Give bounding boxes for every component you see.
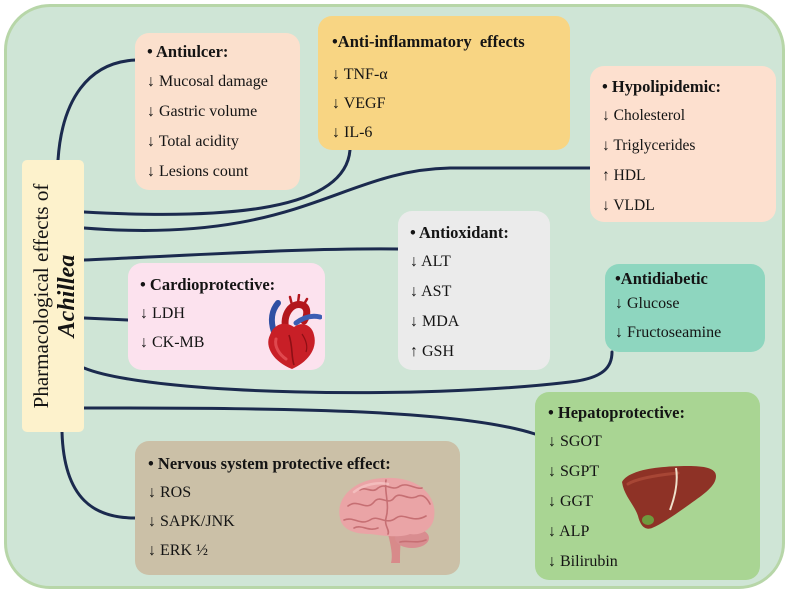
- connector-antioxidant: [82, 247, 400, 262]
- nervous-system-item: ↓ ERK ½: [148, 542, 208, 559]
- hypolipidemic-item: ↓ Cholesterol: [602, 107, 686, 124]
- heart-icon: [268, 294, 322, 369]
- connector-nervous-system: [60, 430, 137, 520]
- anti-inflammatory-item: ↓ IL-6: [332, 124, 373, 141]
- hepatoprotective-item: ↓ ALP: [548, 523, 590, 540]
- connector-anti-inflammatory: [82, 148, 352, 216]
- nervous-system-item: ↓ ROS: [148, 484, 192, 501]
- liver-icon: [622, 466, 716, 529]
- antioxidant-item: ↑ GSH: [410, 343, 455, 360]
- connector-hepatoprotective: [82, 406, 537, 436]
- hypolipidemic-item: ↑ HDL: [602, 167, 646, 184]
- antidiabetic-title: •Antidiabetic: [615, 269, 708, 288]
- antidiabetic-item: ↓ Fructoseamine: [615, 324, 722, 341]
- anti-inflammatory-item: ↓ VEGF: [332, 95, 386, 112]
- antidiabetic-box: •Antidiabetic ↓ Glucose ↓ Fructoseamine: [605, 264, 765, 352]
- hypolipidemic-item: ↓ Triglycerides: [602, 137, 696, 154]
- connector-antidiabetic: [82, 350, 614, 395]
- central-label: Pharmacological effects of Achillea: [22, 160, 84, 432]
- central-label-text: Pharmacological effects of: [29, 183, 53, 409]
- hepatoprotective-title: • Hepatoprotective:: [548, 403, 685, 422]
- hypolipidemic-box: • Hypolipidemic: ↓ Cholesterol ↓ Triglyc…: [590, 66, 776, 222]
- cardioprotective-item: ↓ CK-MB: [140, 334, 205, 351]
- hepatoprotective-item: ↓ GGT: [548, 493, 593, 510]
- nervous-system-item: ↓ SAPK/JNK: [148, 513, 235, 530]
- anti-inflammatory-box: •Anti-inflammatory effects ↓ TNF-α ↓ VEG…: [318, 16, 570, 150]
- antidiabetic-item: ↓ Glucose: [615, 295, 680, 312]
- antioxidant-item: ↓ ALT: [410, 253, 451, 270]
- central-label-box: Pharmacological effects of Achillea: [22, 160, 84, 432]
- hypolipidemic-title: • Hypolipidemic:: [602, 77, 721, 96]
- hepatoprotective-item: ↓ SGPT: [548, 463, 600, 480]
- cardioprotective-item: ↓ LDH: [140, 305, 185, 322]
- cardioprotective-title: • Cardioprotective:: [140, 275, 276, 294]
- antiulcer-item: ↓ Mucosal damage: [147, 73, 268, 90]
- antioxidant-title: • Antioxidant:: [410, 223, 509, 242]
- hypolipidemic-item: ↓ VLDL: [602, 197, 655, 214]
- connector-antiulcer: [56, 58, 138, 162]
- brain-icon: [339, 477, 435, 563]
- antioxidant-box: • Antioxidant: ↓ ALT ↓ AST ↓ MDA ↑ GSH: [398, 211, 550, 370]
- antiulcer-item: ↓ Lesions count: [147, 163, 249, 180]
- anti-inflammatory-title: •Anti-inflammatory effects: [332, 32, 525, 51]
- antioxidant-item: ↓ MDA: [410, 313, 460, 330]
- nervous-system-box: • Nervous system protective effect: ↓ RO…: [135, 441, 460, 575]
- antiulcer-item: ↓ Gastric volume: [147, 103, 258, 120]
- cardioprotective-box: • Cardioprotective: ↓ LDH ↓ CK-MB: [128, 263, 325, 370]
- antiulcer-title: • Antiulcer:: [147, 42, 229, 61]
- connector-hypolipidemic: [82, 166, 592, 232]
- hepatoprotective-item: ↓ SGOT: [548, 433, 602, 450]
- antioxidant-item: ↓ AST: [410, 283, 452, 300]
- connector-cardioprotective: [82, 316, 130, 322]
- antiulcer-box: • Antiulcer: ↓ Mucosal damage ↓ Gastric …: [135, 33, 300, 190]
- central-label-genus: Achillea: [54, 254, 80, 338]
- hepatoprotective-item: ↓ Bilirubin: [548, 553, 618, 570]
- antiulcer-item: ↓ Total acidity: [147, 133, 239, 150]
- anti-inflammatory-item: ↓ TNF-α: [332, 66, 388, 83]
- nervous-system-title: • Nervous system protective effect:: [148, 454, 391, 473]
